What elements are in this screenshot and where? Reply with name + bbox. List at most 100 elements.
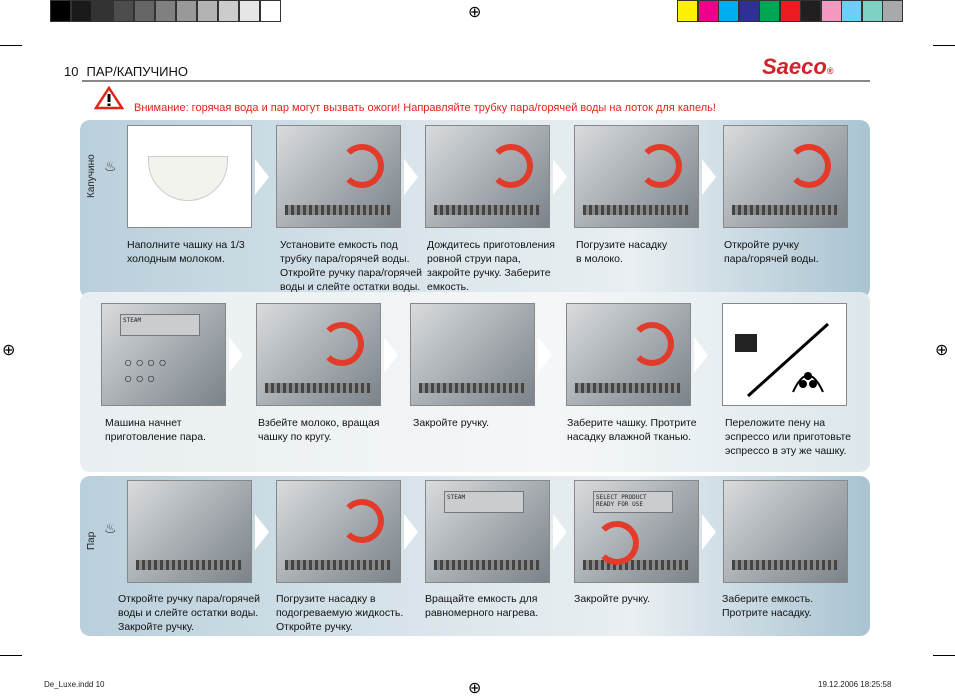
step-caption: Наполните чашку на 1/3 холодным молоком.	[127, 239, 245, 265]
color-swatch	[841, 0, 862, 22]
step-caption: Откройте ручку пара/горячей воды и слейт…	[118, 593, 261, 633]
color-swatch	[759, 0, 780, 22]
next-step-arrow-icon	[404, 514, 418, 550]
crop-mark	[0, 655, 22, 656]
machine-display: STEAM	[444, 491, 524, 513]
step-caption: Установите емкость под трубку пара/горяч…	[280, 239, 423, 293]
gray-swatch	[113, 0, 134, 22]
drip-tray	[136, 560, 243, 570]
step-caption: Закройте ручку.	[413, 417, 490, 429]
gray-swatch	[197, 0, 218, 22]
step-illustration: STEAM	[425, 480, 550, 583]
gray-swatch	[176, 0, 197, 22]
gray-swatch	[71, 0, 92, 22]
step-illustration: SELECT PRODUCT READY FOR USE	[574, 480, 699, 583]
next-step-arrow-icon	[553, 159, 567, 195]
next-step-arrow-icon	[229, 337, 243, 373]
rotate-arrow-icon	[320, 322, 364, 366]
rotate-arrow-icon	[340, 144, 384, 188]
step-caption: Переложите пену на эспрессо или приготов…	[725, 417, 852, 457]
color-swatch	[677, 0, 698, 22]
registration-mark-icon: ⊕	[468, 4, 482, 21]
next-step-arrow-icon	[702, 159, 716, 195]
section-label-steam: Пар	[86, 531, 97, 550]
step-caption: Откройте ручку пара/горячей воды.	[724, 239, 819, 265]
machine-display: STEAM	[120, 314, 200, 336]
color-swatch	[718, 0, 739, 22]
step-illustration	[723, 125, 848, 228]
rotate-arrow-icon	[340, 499, 384, 543]
color-swatch	[779, 0, 801, 22]
next-step-arrow-icon	[404, 159, 418, 195]
gray-swatch	[155, 0, 176, 22]
step-illustration	[722, 303, 847, 406]
next-step-arrow-icon	[255, 159, 269, 195]
step-illustration	[410, 303, 535, 406]
gray-swatch	[92, 0, 113, 22]
step-illustration	[574, 125, 699, 228]
step-illustration: STEAM ○○○○○○○	[101, 303, 226, 406]
drip-tray	[575, 383, 682, 393]
step-illustration	[723, 480, 848, 583]
step-illustration	[127, 125, 252, 228]
gray-swatch	[239, 0, 260, 22]
step-caption: Закройте ручку.	[574, 593, 651, 605]
rotate-arrow-icon	[638, 144, 682, 188]
drip-tray	[732, 560, 839, 570]
step-illustration	[425, 125, 550, 228]
espresso-cup-icon	[735, 322, 830, 398]
crop-mark	[0, 45, 22, 46]
rotate-arrow-icon	[489, 144, 533, 188]
step-illustration	[127, 480, 252, 583]
registration-mark-icon: ⊕	[935, 342, 949, 359]
gray-swatch	[50, 0, 71, 22]
control-buttons: ○○○○○○○	[124, 354, 170, 386]
footer-datetime: 19.12.2006 18:25:58	[818, 680, 892, 689]
registration-mark-icon: ⊕	[2, 342, 16, 359]
step-illustration	[566, 303, 691, 406]
footer-file: De_Luxe.indd 10	[44, 680, 105, 689]
drip-tray	[265, 383, 372, 393]
color-swatch	[800, 0, 821, 22]
gray-swatch	[134, 0, 155, 22]
step-caption: Заберите емкость. Протрите насадку.	[722, 593, 814, 619]
color-swatch	[861, 0, 883, 22]
step-caption: Взбейте молоко, вращая чашку по кругу.	[258, 417, 380, 443]
warning-text: Внимание: горячая вода и пар могут вызва…	[134, 102, 716, 114]
step-caption: Погрузите насадку в подогреваемую жидкос…	[276, 593, 404, 633]
next-step-arrow-icon	[255, 514, 269, 550]
step-caption: Дождитесь приготовления ровной струи пар…	[427, 239, 555, 293]
drip-tray	[732, 205, 839, 215]
step-illustration	[256, 303, 381, 406]
step-caption: Погрузите насадку в молоко.	[576, 239, 668, 265]
page-number: 10	[64, 64, 79, 79]
saeco-logo: Saeco®	[762, 54, 834, 79]
rotate-arrow-icon	[630, 322, 674, 366]
drip-tray	[285, 205, 392, 215]
next-step-arrow-icon	[694, 337, 708, 373]
crop-mark	[933, 45, 955, 46]
steam-icon: ♨	[104, 520, 117, 536]
step-illustration	[276, 125, 401, 228]
section-label-cappuccino: Капучино	[86, 154, 97, 198]
step-illustration	[276, 480, 401, 583]
steam-icon: ♨	[104, 158, 117, 174]
page-header: 10 ПАР/КАПУЧИНО	[64, 64, 188, 79]
page-title: ПАР/КАПУЧИНО	[86, 64, 188, 79]
machine-display: SELECT PRODUCT READY FOR USE	[593, 491, 673, 513]
next-step-arrow-icon	[702, 514, 716, 550]
color-swatch	[820, 0, 842, 22]
next-step-arrow-icon	[384, 337, 398, 373]
drip-tray	[285, 560, 392, 570]
gray-swatch	[260, 0, 281, 22]
drip-tray	[583, 560, 690, 570]
drip-tray	[583, 205, 690, 215]
drip-tray	[419, 383, 526, 393]
color-swatch	[882, 0, 903, 22]
rotate-arrow-icon	[595, 521, 639, 565]
drip-tray	[434, 560, 541, 570]
rotate-arrow-icon	[787, 144, 831, 188]
crop-mark	[933, 655, 955, 656]
header-rule	[82, 80, 870, 82]
color-swatch	[697, 0, 719, 22]
